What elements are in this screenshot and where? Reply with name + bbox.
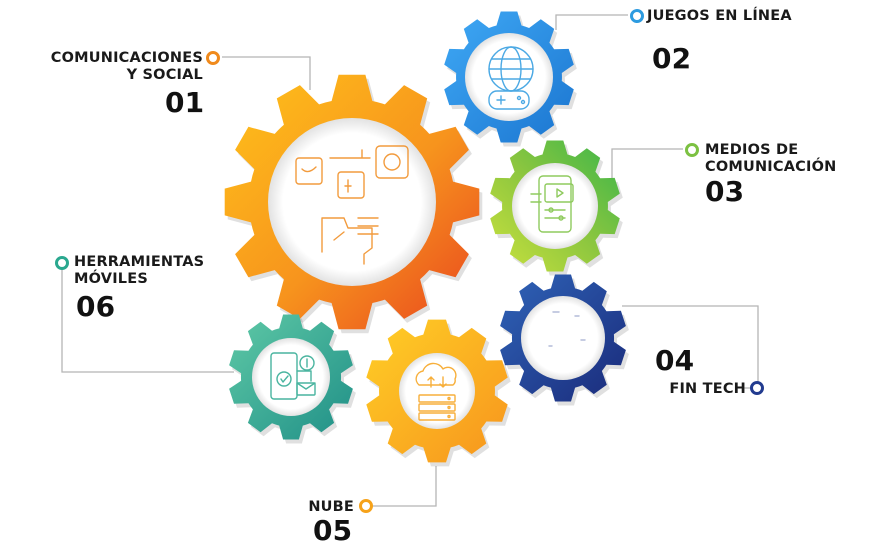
cloud-server-icon (415, 362, 457, 421)
label-01-title: COMUNICACIONES Y SOCIAL (0, 50, 203, 84)
dot-02 (630, 9, 644, 23)
gear-04 (500, 274, 629, 406)
dot-03 (685, 143, 699, 157)
label-03-line1: MEDIOS DE (705, 142, 799, 158)
label-05-title: NUBE (308, 499, 354, 515)
connector-01 (222, 56, 311, 90)
label-03-title: MEDIOS DE COMUNICACIÓN (705, 142, 836, 176)
label-02-number: 02 (652, 42, 692, 75)
gear-center (521, 296, 605, 380)
label-06-line1: HERRAMIENTAS (74, 254, 205, 270)
gear-02 (444, 11, 577, 147)
connector-02 (555, 14, 628, 30)
label-04-title: FIN TECH (669, 381, 746, 397)
gear-center (512, 163, 598, 249)
label-03-number: 03 (705, 175, 745, 208)
label-01-line1: COMUNICACIONES (50, 50, 203, 66)
label-01-line2: Y SOCIAL (126, 67, 203, 83)
dot-01 (206, 51, 220, 65)
label-03-line2: COMUNICACIÓN (705, 159, 837, 175)
label-04-number: 04 (655, 344, 695, 377)
dot-06 (55, 256, 69, 270)
dot-05 (359, 499, 373, 513)
connector-05 (372, 466, 437, 507)
gear-center (399, 353, 475, 429)
fintech-icon (548, 311, 586, 347)
label-02-title: JUEGOS EN LÍNEA (647, 8, 792, 24)
gear-06 (229, 314, 356, 444)
gear-01 (224, 74, 483, 334)
globe-gamepad-icon (488, 46, 534, 110)
label-06-title: HERRAMIENTAS MÓVILES (74, 254, 204, 288)
label-05-number: 05 (313, 514, 353, 547)
gear-03 (490, 140, 623, 276)
connector-06 (61, 268, 234, 373)
label-06-line2: MÓVILES (74, 271, 148, 287)
connector-03 (611, 148, 683, 183)
gear-center (268, 118, 436, 286)
label-01-number: 01 (165, 86, 205, 119)
social-media-hand-icon (295, 145, 409, 265)
dot-04 (750, 381, 764, 395)
mobile-payment-icon (270, 352, 316, 400)
label-06-number: 06 (76, 290, 116, 323)
media-player-phone-icon (530, 175, 574, 233)
gear-05 (366, 319, 511, 467)
gear-center (465, 33, 553, 121)
